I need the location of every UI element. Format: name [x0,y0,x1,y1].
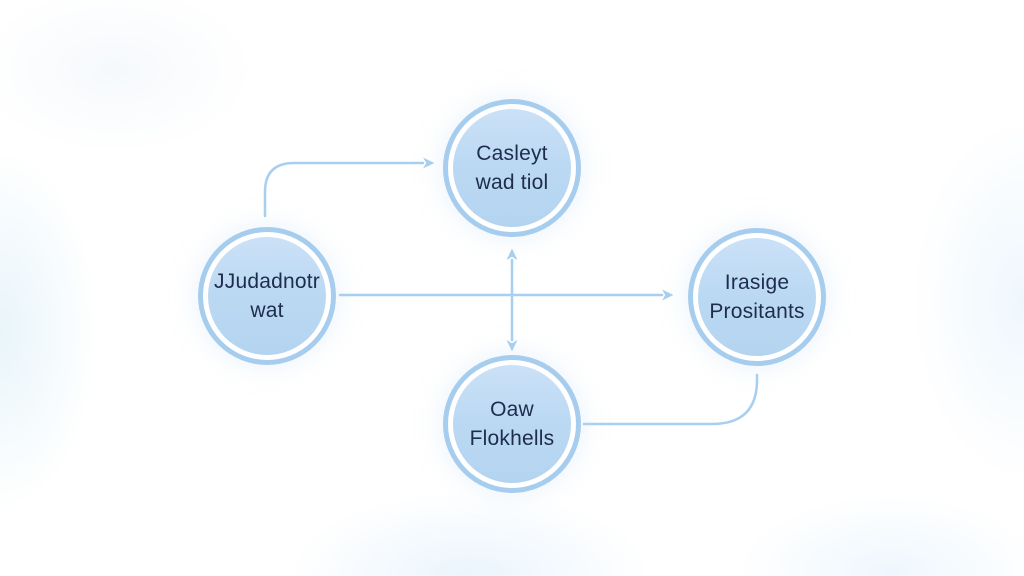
node-label-line: Oaw [490,398,534,421]
node-label-line: Flokhells [469,427,555,450]
node-label-line: JJudadnotr [214,270,320,293]
node-label-line: wad tiol [475,171,549,194]
node-casleyt-wad-tiol: Casleyt wad tiol [443,99,581,237]
node-circle: Oaw Flokhells [453,365,571,483]
node-label: Casleyt wad tiol [476,139,549,197]
node-label-line: Prositants [709,300,805,323]
edge-left-to-top [263,157,435,218]
node-circle: JJudadnotr wat [208,237,326,355]
node-label: Irasige Prositants [709,268,804,326]
node-label: Oaw Flokhells [470,395,555,453]
node-jjudadnotr-wat: JJudadnotr wat [198,227,336,365]
node-label-line: Irasige [724,271,790,294]
edge-bottom-to-right [582,373,759,426]
node-label: JJudadnotr wat [214,267,320,325]
node-circle: Irasige Prositants [698,238,816,356]
node-circle: Casleyt wad tiol [453,109,571,227]
node-irasige-prositants: Irasige Prositants [688,228,826,366]
node-label-line: wat [250,299,284,322]
node-oaw-flokhells: Oaw Flokhells [443,355,581,493]
node-label-line: Casleyt [476,142,548,165]
